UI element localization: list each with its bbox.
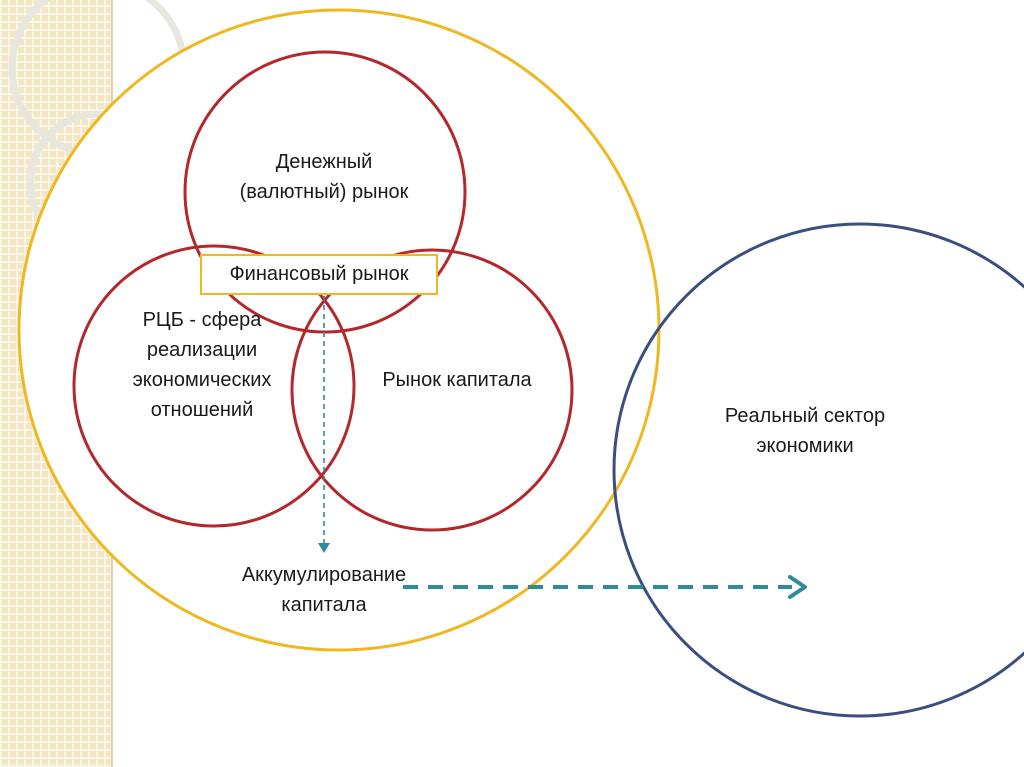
- capital-market-label: Рынок капитала: [382, 369, 532, 391]
- money-market-label: Денежный (валютный) рынок: [239, 151, 409, 203]
- real-sector-circle: [612, 222, 1024, 718]
- money-market-circle: [183, 50, 467, 334]
- capital-accumulation-label: Аккумулирование капитала: [241, 564, 407, 616]
- securities-market-label: РЦБ - сфера реализации экономических отн…: [132, 309, 272, 421]
- securities-market-circle: [72, 244, 356, 528]
- capital-market-circle: [290, 248, 574, 532]
- dashed-arrow-right-icon: [403, 575, 807, 599]
- dashed-arrow-down-icon: [318, 296, 330, 553]
- real-sector-label: Реальный сектор экономики: [724, 405, 886, 457]
- financial-market-box: Финансовый рынок: [200, 254, 438, 295]
